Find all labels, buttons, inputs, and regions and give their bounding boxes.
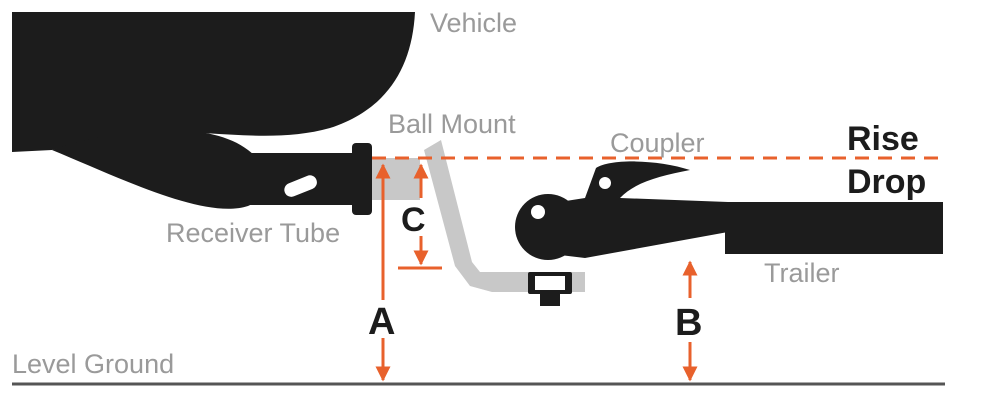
coupler-latch-icon bbox=[599, 177, 611, 189]
level-ground-label: Level Ground bbox=[12, 349, 174, 379]
dim-c-label: C bbox=[401, 201, 426, 239]
ball-mount-shank bbox=[372, 158, 420, 200]
dim-b-label: B bbox=[675, 302, 702, 344]
ball-mount-label: Ball Mount bbox=[388, 109, 516, 139]
trailer-label: Trailer bbox=[764, 258, 840, 288]
drop-label: Drop bbox=[847, 163, 926, 201]
dim-a-label: A bbox=[368, 301, 395, 343]
ball-highlight-icon bbox=[531, 205, 545, 219]
coupler-label: Coupler bbox=[610, 128, 705, 158]
rise-label: Rise bbox=[847, 120, 919, 158]
vehicle-label: Vehicle bbox=[430, 8, 517, 38]
ball-mount-plate bbox=[424, 140, 585, 292]
ball-thread bbox=[540, 294, 560, 306]
coupler-handle bbox=[585, 161, 690, 198]
hitch-pin-icon bbox=[282, 173, 319, 199]
ball-nut-inner bbox=[535, 276, 565, 290]
trailer-tongue bbox=[725, 202, 943, 254]
receiver-tube-label: Receiver Tube bbox=[166, 218, 340, 248]
receiver-housing bbox=[52, 129, 266, 209]
vehicle-body bbox=[12, 12, 415, 152]
coupler-body bbox=[540, 198, 728, 258]
hitch-ball bbox=[515, 194, 581, 260]
receiver-collar bbox=[352, 143, 372, 215]
